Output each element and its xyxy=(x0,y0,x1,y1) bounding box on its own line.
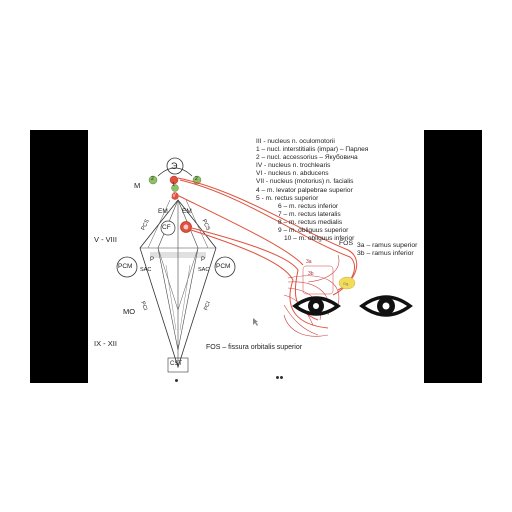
e-circle xyxy=(166,157,184,175)
fos-title: FOS xyxy=(339,240,353,247)
legend-line: 6 – m. rectus inferior xyxy=(278,202,339,210)
label-3b: 3b xyxy=(308,271,314,277)
legend-line: 5 - m. rectus superior xyxy=(256,194,319,202)
label-ix-xii: IX - XII xyxy=(94,339,117,348)
legend-line: 10 – m. obliguus inferior xyxy=(284,235,355,243)
label-e: Э xyxy=(171,161,178,171)
label-sac-right: SAC xyxy=(198,267,210,273)
label-p-right: P xyxy=(201,257,206,263)
slide-indicator-dot[interactable] xyxy=(175,379,178,382)
label-pcm-right: PCM xyxy=(216,263,231,270)
nucleus-iv xyxy=(171,192,179,200)
slide-indicator-dot[interactable] xyxy=(276,376,279,379)
legend-line: VII - nucleus (motorius) n. facialis xyxy=(256,178,354,186)
eye-right-icon xyxy=(359,295,413,317)
label-m: M xyxy=(134,181,141,190)
eye-left-icon xyxy=(292,296,341,316)
label-3a: 3a xyxy=(306,259,312,265)
cf-circle xyxy=(160,220,176,236)
label-num-2-left: 2 xyxy=(151,176,154,182)
label-pcm-left: PCM xyxy=(118,263,133,270)
label-cf: CF xyxy=(162,224,171,231)
legend-line: 7 – m. rectus lateralis xyxy=(278,210,341,218)
label-p-left: P xyxy=(150,257,155,263)
label-em-right: EM xyxy=(182,208,192,215)
label-sac-left: SAC xyxy=(140,267,152,273)
brainstem-diagram xyxy=(116,157,413,373)
nucleus-iii-red xyxy=(169,175,179,185)
nucleus-2-left xyxy=(148,175,158,185)
label-iv: IV xyxy=(171,193,176,199)
label-mo: MO xyxy=(123,307,136,316)
fos-legend: FOS 3a – ramus superior 3b – ramus infer… xyxy=(339,240,418,258)
lecture-slide: III - nucleus n. oculomotorii 1 – nucl. … xyxy=(88,130,424,383)
legend-line: 9 – m. obliguus superior xyxy=(278,227,349,235)
ciliary-ganglion xyxy=(338,276,356,290)
label-cst: CST xyxy=(170,361,182,367)
label-num-1: 1 xyxy=(172,182,175,188)
legend-line: 2 – nucl. accessorius – Якубовича xyxy=(256,154,358,162)
pcm-left-circle xyxy=(116,256,138,278)
mouse-cursor-icon xyxy=(253,318,258,326)
fos-footer: FOS – fissura orbitalis superior xyxy=(206,344,303,351)
legend-line: 8 – m. rectus medialis xyxy=(278,218,343,226)
legend-line: 1 – nucl. interstitialis (impar) – Парле… xyxy=(256,146,369,154)
fos-line: 3b – ramus inferior xyxy=(357,250,414,257)
slide-indicator-dot[interactable] xyxy=(280,376,283,379)
nuclei-legend: III - nucleus n. oculomotorii 1 – nucl. … xyxy=(256,138,368,243)
legend-line: III - nucleus n. oculomotorii xyxy=(256,138,335,145)
cst-box xyxy=(167,357,189,373)
legend-line: 4 – m. levator palpebrae superior xyxy=(256,186,353,194)
label-v-viii: V - VIII xyxy=(94,235,117,244)
fos-line: 3a – ramus superior xyxy=(357,242,418,249)
legend-line: VI - nucleus n. abducens xyxy=(256,170,329,178)
nucleus-1 xyxy=(171,184,179,192)
label-ga: Gg xyxy=(343,281,349,286)
legend-line: IV - nucleus n. trochlearis xyxy=(256,162,331,170)
label-num-2-right: 2 xyxy=(195,176,198,182)
label-em-left: EM xyxy=(158,208,168,215)
pcm-right-circle xyxy=(214,256,236,278)
